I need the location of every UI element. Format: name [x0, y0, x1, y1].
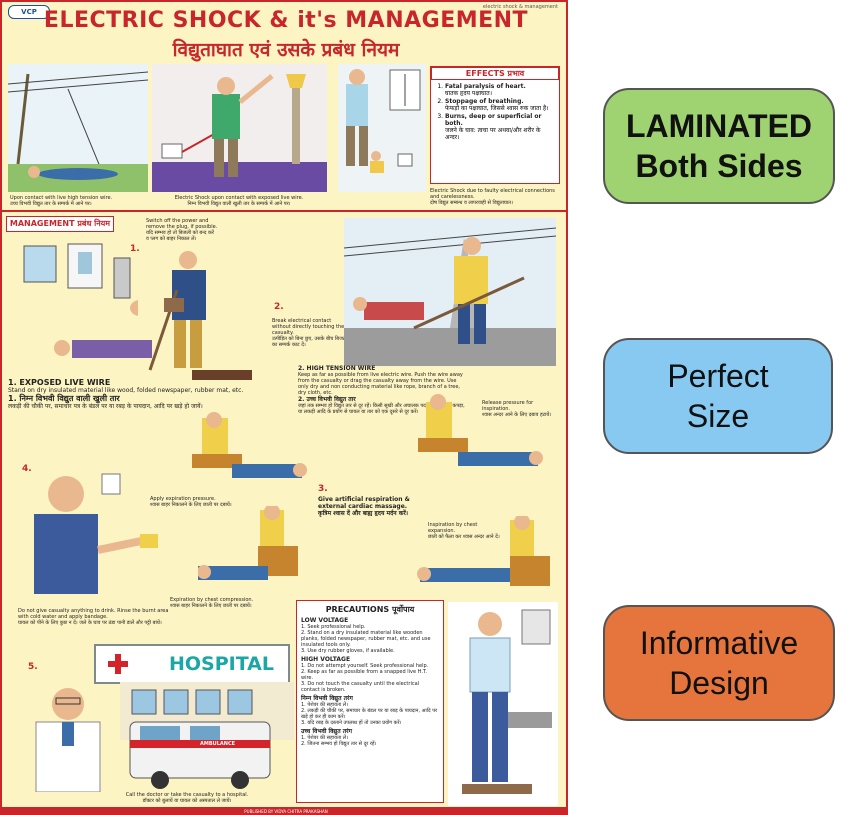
caption-faulty: Electric Shock due to faulty electrical …: [430, 188, 555, 206]
effect-item: Burns, deep or superficial or both.: [445, 113, 542, 127]
illustration-release-pressure: [418, 394, 543, 466]
doctor-caption: Call the doctor or take the casualty to …: [125, 792, 249, 804]
high-tension-section: 2. HIGH TENSION WIRE Keep as far as poss…: [298, 365, 466, 415]
step3-heading-hi: कृत्रिम श्वास दें और बाह्य हृदय मर्दन कर…: [318, 510, 409, 517]
illustration-high-tension-victim: [8, 64, 148, 192]
effects-box: EFFECTS प्रभाव Fatal paralysis of heart.…: [430, 66, 560, 184]
effect-item: Stoppage of breathing.: [445, 98, 524, 105]
electric-shock-poster: VCP electric shock & management ELECTRIC…: [0, 0, 568, 815]
effect-item-hi: घातक हृदय पक्षाघात।: [445, 90, 492, 97]
precaution-item: 2. Stand on a dry insulated material lik…: [301, 630, 431, 648]
exposed-wire-section: 1. EXPOSED LIVE WIRE Stand on dry insula…: [8, 378, 294, 410]
illustration-electrician: [448, 602, 558, 806]
illustration-cpr-compression: [198, 506, 298, 580]
step-number-1: 1.: [130, 244, 140, 254]
feature-perfect-size: Perfect Size: [603, 338, 833, 454]
precaution-item: 1. Seek professional help.: [301, 624, 366, 630]
hospital-sign-label: HOSPITAL: [168, 653, 274, 675]
illustration-doctor: [35, 688, 101, 792]
chest-compression-note: Expiration by chest compression. श्वास ब…: [170, 597, 254, 609]
high-tension-text: Keep as far as possible from live electr…: [298, 372, 463, 396]
precautions-box: PRECAUTIONS पूर्वोपाय LOW VOLTAGE 1. See…: [296, 600, 444, 803]
precautions-title: PRECAUTIONS पूर्वोपाय: [325, 605, 415, 614]
precaution-item: 1. Do not attempt yourself. Seek profess…: [301, 663, 429, 669]
illustration-chest-expansion: [417, 516, 550, 586]
ambulance-label: AMBULANCE: [200, 741, 236, 747]
step-number-2: 2.: [274, 302, 284, 312]
feature-laminated-line2: Both Sides: [635, 148, 803, 184]
step-number-4: 4.: [22, 464, 32, 474]
chest-expansion-note: Inspiration by chest expansion. छाती को …: [428, 522, 500, 540]
illustration-stick-rescuer: [54, 251, 252, 380]
illustration-switchboard: [23, 243, 138, 316]
illustration-faulty-connection: [338, 64, 426, 192]
feature-laminated-line1: LAMINATED: [625, 108, 813, 144]
high-voltage-heading: HIGH VOLTAGE: [301, 656, 351, 663]
illustration-high-tension-rescue: [344, 218, 556, 366]
high-tension-text-hi: जहां तक सम्भव हो विद्युत तार से दूर रहें…: [298, 403, 465, 415]
expiration-note: Apply expiration pressure. श्वास बाहर नि…: [150, 496, 232, 508]
feature-laminated: LAMINATED Both Sides: [603, 88, 835, 204]
effects-title: EFFECTS प्रभाव: [431, 67, 559, 80]
illustration-exposed-wire-shock: [152, 64, 327, 192]
exposed-heading-hi: 1. निम्न विभवी विद्युत वाली खुली तार: [8, 394, 120, 403]
step3-heading: Give artificial respiration & external c…: [318, 496, 410, 510]
poster-footer: PUBLISHED BY VIDYA CHITRA PRAKASHAN: [2, 807, 566, 813]
precaution-item-hi: 1. पेशेवर की सहायता लें।: [301, 702, 348, 708]
effect-item-hi: फेफड़ों का पक्षाघात, जिससे श्वास रुक जात…: [445, 105, 549, 112]
precaution-item: 3. Use dry rubber gloves, if available.: [301, 648, 395, 654]
low-voltage-heading-hi: निम्न विभवी विद्युत तरंग: [301, 695, 353, 702]
illustration-first-aid-patient: [34, 473, 158, 594]
high-tension-heading: 2. HIGH TENSION WIRE: [298, 365, 376, 372]
feature-size-line1: Perfect: [667, 358, 769, 394]
precaution-item-hi: 1. पेशेवर की सहायता लें।: [301, 735, 348, 741]
management-title: MANAGEMENT प्रबंध नियम: [6, 216, 114, 232]
precaution-item-hi: 2. लकड़ी की चौकी पर, समाचार के बंडल पर य…: [301, 708, 438, 720]
step3-text: Give artificial respiration & external c…: [318, 496, 418, 517]
hospital-sign: HOSPITAL: [94, 644, 290, 684]
precaution-item-hi: 2. जितना सम्भव हो विद्युत तार से दूर रहे…: [301, 741, 377, 747]
low-voltage-heading: LOW VOLTAGE: [301, 617, 349, 624]
caption-high-tension: Upon contact with live high tension wire…: [10, 195, 113, 207]
section-divider: [2, 210, 566, 212]
precaution-item: 3. Do not touch the casualty until the e…: [301, 681, 420, 693]
high-tension-heading-hi: 2. उच्च विभवी विद्युत तार: [298, 396, 356, 403]
high-voltage-heading-hi: उच्च विभवी विद्युत तरंग: [301, 728, 352, 735]
publisher-badge: VCP: [8, 5, 50, 19]
exposed-text-hi: लकड़ी की चौकी पर, समाचार पत्र के बंडल पर…: [8, 403, 203, 410]
precaution-item-hi: 3. यदि रबड़ के दस्ताने उपलब्ध हों तो उनक…: [301, 720, 402, 726]
step4-note: Do not give casualty anything to drink. …: [18, 608, 169, 626]
effect-item: Fatal paralysis of heart.: [445, 83, 526, 90]
release-note: Release pressure for inspiration. श्वास …: [482, 400, 552, 418]
exposed-heading: 1. EXPOSED LIVE WIRE: [8, 378, 111, 387]
exposed-text: Stand on dry insulated material like woo…: [8, 387, 244, 394]
poster-title-english: ELECTRIC SHOCK & it's MANAGEMENT: [43, 8, 529, 33]
step-number-5: 5.: [28, 662, 38, 672]
illustration-cpr-pressure: [192, 412, 307, 478]
precaution-item: 2. Keep as far as possible from a snappe…: [301, 669, 427, 681]
feature-design-line1: Informative: [639, 625, 799, 661]
break-contact-note: Break electrical contact without directl…: [272, 318, 348, 348]
caption-exposed-contact: Electric Shock upon contact with exposed…: [174, 195, 304, 207]
feature-informative-design: Informative Design: [603, 605, 835, 721]
red-cross-icon: [108, 654, 128, 674]
feature-design-line2: Design: [669, 665, 769, 701]
feature-size-line2: Size: [686, 398, 750, 434]
corner-note: electric shock & management: [482, 4, 558, 10]
step-number-3: 3.: [318, 484, 328, 494]
effect-item-hi: जलने के घाव: त्वचा पर अथवा/और शरीर के अन…: [445, 127, 541, 141]
poster-title-hindi: विद्युताघात एवं उसके प्रबंध नियम: [172, 39, 400, 61]
illustration-ambulance: [120, 682, 294, 789]
switch-off-note: Switch off the power and remove the plug…: [146, 218, 218, 242]
